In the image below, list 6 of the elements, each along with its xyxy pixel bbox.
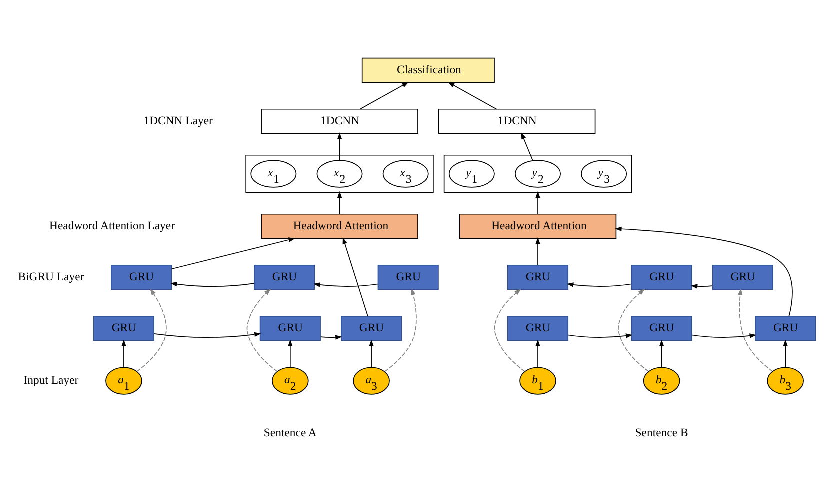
label: Sentence A [264,426,317,440]
label: 1DCNN Layer [144,114,213,128]
label: Headword Attention Layer [50,220,175,233]
label: Input Layer [24,374,79,388]
label: BiGRU Layer [18,270,84,284]
label: Sentence B [635,426,688,440]
